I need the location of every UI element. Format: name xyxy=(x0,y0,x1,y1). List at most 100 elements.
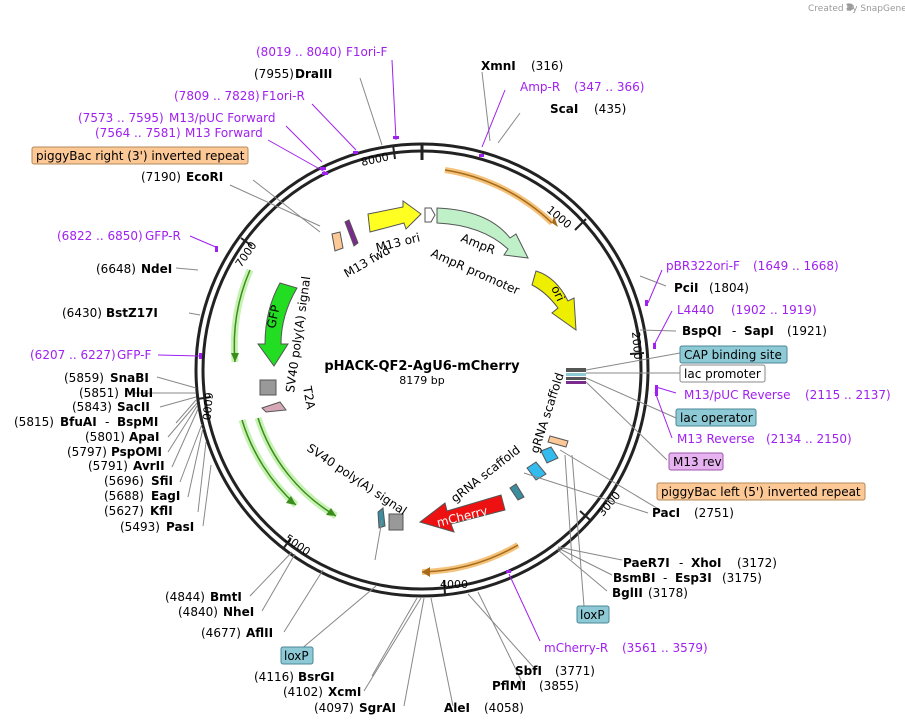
label-t2a: T2A xyxy=(300,384,318,411)
primer-amp-r[interactable]: Amp-R xyxy=(520,80,560,94)
enzyme-nhei[interactable]: NheI xyxy=(223,605,254,619)
sv40-block-top xyxy=(259,379,277,396)
enzyme-sbfi[interactable]: SbfI xyxy=(515,664,542,678)
svg-text:-: - xyxy=(732,324,736,338)
loxp-box-right[interactable] xyxy=(576,605,610,624)
enzyme-bspmi[interactable]: BspMI xyxy=(117,415,158,429)
piggybac-right-label: piggyBac right (3') inverted repeat xyxy=(36,149,245,163)
enzyme-sgrai[interactable]: SgrAI xyxy=(359,701,396,715)
ori-feature[interactable] xyxy=(531,270,577,332)
enzyme-xhoi[interactable]: XhoI xyxy=(691,556,722,570)
enzyme-pcii-pos: (1804) xyxy=(709,281,749,295)
enzyme-kfli[interactable]: KflI xyxy=(150,504,173,518)
enzyme-mlui-pos: (5851) xyxy=(79,386,119,400)
enzyme-bspqi[interactable]: BspQI xyxy=(682,324,722,338)
enzyme-bstz17i[interactable]: BstZ17I xyxy=(106,306,158,320)
svg-text:-: - xyxy=(679,556,683,570)
enzyme-avrii[interactable]: AvrII xyxy=(133,459,165,473)
enzyme-pflmi-pos: (3855) xyxy=(539,679,579,693)
enzyme-pasi[interactable]: PasI xyxy=(166,520,194,534)
enzyme-mlui[interactable]: MluI xyxy=(124,386,153,400)
primer-gfp-f[interactable]: GFP-F xyxy=(117,348,152,362)
primer-pbr322ori-f[interactable]: pBR322ori-F xyxy=(666,259,740,273)
m13-ori-feature[interactable] xyxy=(367,200,422,233)
loxp-box-left[interactable] xyxy=(280,646,314,665)
primer-l4440[interactable]: L4440 xyxy=(677,303,714,317)
enzyme-avrii-pos: (5791) xyxy=(88,459,128,473)
enzyme-draiii[interactable]: DraIII xyxy=(295,67,332,81)
primer-f1ori-f[interactable]: F1ori-F xyxy=(346,45,387,59)
primer-f1ori-r-pos: (7809 .. 7828) xyxy=(174,89,260,103)
outer-arc-top-line xyxy=(444,169,553,224)
enzyme-sfii[interactable]: SfiI xyxy=(151,474,173,488)
primer-gfp-r[interactable]: GFP-R xyxy=(145,229,181,243)
enzyme-eagi[interactable]: EagI xyxy=(151,489,180,503)
enzyme-pflmi[interactable]: PflMI xyxy=(492,679,526,693)
enzyme-pcii[interactable]: PciI xyxy=(674,281,699,295)
primer-leader-lines xyxy=(157,59,677,642)
enzyme-esp3i[interactable]: Esp3I xyxy=(675,571,712,585)
primer-marks xyxy=(199,136,658,573)
enzyme-xmni[interactable]: XmnI xyxy=(481,59,516,73)
primer-m13puc-rev[interactable]: M13/pUC Reverse xyxy=(684,388,791,402)
enzyme-sacii[interactable]: SacII xyxy=(117,400,150,414)
gfp-feature[interactable] xyxy=(257,282,298,367)
enzyme-eagi-pos: (5688) xyxy=(104,489,144,503)
mcherry-feature[interactable] xyxy=(418,494,506,533)
primer-mcherry-r[interactable]: mCherry-R xyxy=(544,641,608,655)
enzyme-paer7i[interactable]: PaeR7I xyxy=(623,556,670,570)
plasmid-name: pHACK-QF2-AgU6-mCherry xyxy=(324,359,520,374)
primer-m13-fwd[interactable]: M13 Forward xyxy=(185,126,263,140)
enzyme-pspomi[interactable]: PspOMI xyxy=(111,445,162,459)
enzyme-snabi[interactable]: SnaBI xyxy=(110,371,149,385)
enzyme-bstz17i-pos: (6430) xyxy=(62,306,102,320)
outer-arc-bottom xyxy=(421,542,520,575)
enzyme-paci-pos: (2751) xyxy=(694,506,734,520)
label-grna-2: gRNA scaffold xyxy=(448,443,523,506)
piggybac-left-box[interactable] xyxy=(656,482,866,501)
primer-pbr322ori-f-pos: (1649 .. 1668) xyxy=(753,259,839,273)
promoter-feature[interactable] xyxy=(424,207,436,223)
loxp-label-right: loxP xyxy=(580,608,605,622)
primer-f1ori-r[interactable]: F1ori-R xyxy=(262,89,305,103)
enzyme-sacii-pos: (5843) xyxy=(72,400,112,414)
enzyme-bfuai[interactable]: BfuAI xyxy=(60,415,97,429)
primer-gfp-r-pos: (6822 .. 6850) xyxy=(57,229,143,243)
enzyme-bglii-pos: (3178) xyxy=(648,586,688,600)
green-arc-lower-1-arrow xyxy=(286,496,296,505)
primer-m13-rev[interactable]: M13 Reverse xyxy=(677,432,755,446)
enzyme-ecori[interactable]: EcoRI xyxy=(186,170,223,184)
enzyme-bmti[interactable]: BmtI xyxy=(210,590,242,604)
enzyme-ndei[interactable]: NdeI xyxy=(141,262,172,276)
enzyme-xcmi[interactable]: XcmI xyxy=(328,685,361,699)
enzyme-sapi[interactable]: SapI xyxy=(744,324,774,338)
m13-rev-box[interactable] xyxy=(668,452,724,471)
cap-binding-site-box[interactable] xyxy=(679,345,788,364)
primer-m13puc-fwd[interactable]: M13/pUC Forward xyxy=(169,111,276,125)
enzyme-paer7i-pos: (3172) xyxy=(737,556,777,570)
enzyme-aflii[interactable]: AflII xyxy=(246,626,273,640)
lac-promoter-box[interactable] xyxy=(679,364,766,383)
lac-operator-box[interactable] xyxy=(675,408,757,427)
primer-l4440-pos: (1902 .. 1919) xyxy=(731,303,817,317)
label-gfp: GFP xyxy=(264,304,283,330)
enzyme-pspomi-pos: (5797) xyxy=(67,445,107,459)
grna-marker-mid xyxy=(509,483,525,501)
enzyme-bglii[interactable]: BglII xyxy=(612,586,643,600)
enzyme-apai[interactable]: ApaI xyxy=(129,430,159,444)
enzyme-bsrgi[interactable]: BsrGI xyxy=(298,670,335,684)
enzyme-scai[interactable]: ScaI xyxy=(550,102,578,116)
enzyme-alei[interactable]: AleI xyxy=(444,701,470,715)
tick-label-2000: 2000 xyxy=(629,331,644,360)
m13-rev-label: M13 rev xyxy=(673,455,722,469)
enzyme-xcmi-pos: (4102) xyxy=(283,685,323,699)
enzyme-bsmbi[interactable]: BsmBI xyxy=(613,571,655,585)
piggybac-right-box[interactable] xyxy=(31,146,249,165)
enzyme-paci[interactable]: PacI xyxy=(652,506,680,520)
enzyme-draiii-pos: (7955) xyxy=(254,67,294,81)
plasmid-size: 8179 bp xyxy=(399,374,444,387)
ampr-feature[interactable] xyxy=(436,207,529,259)
primer-m13-fwd-pos: (7564 .. 7581) xyxy=(95,126,181,140)
